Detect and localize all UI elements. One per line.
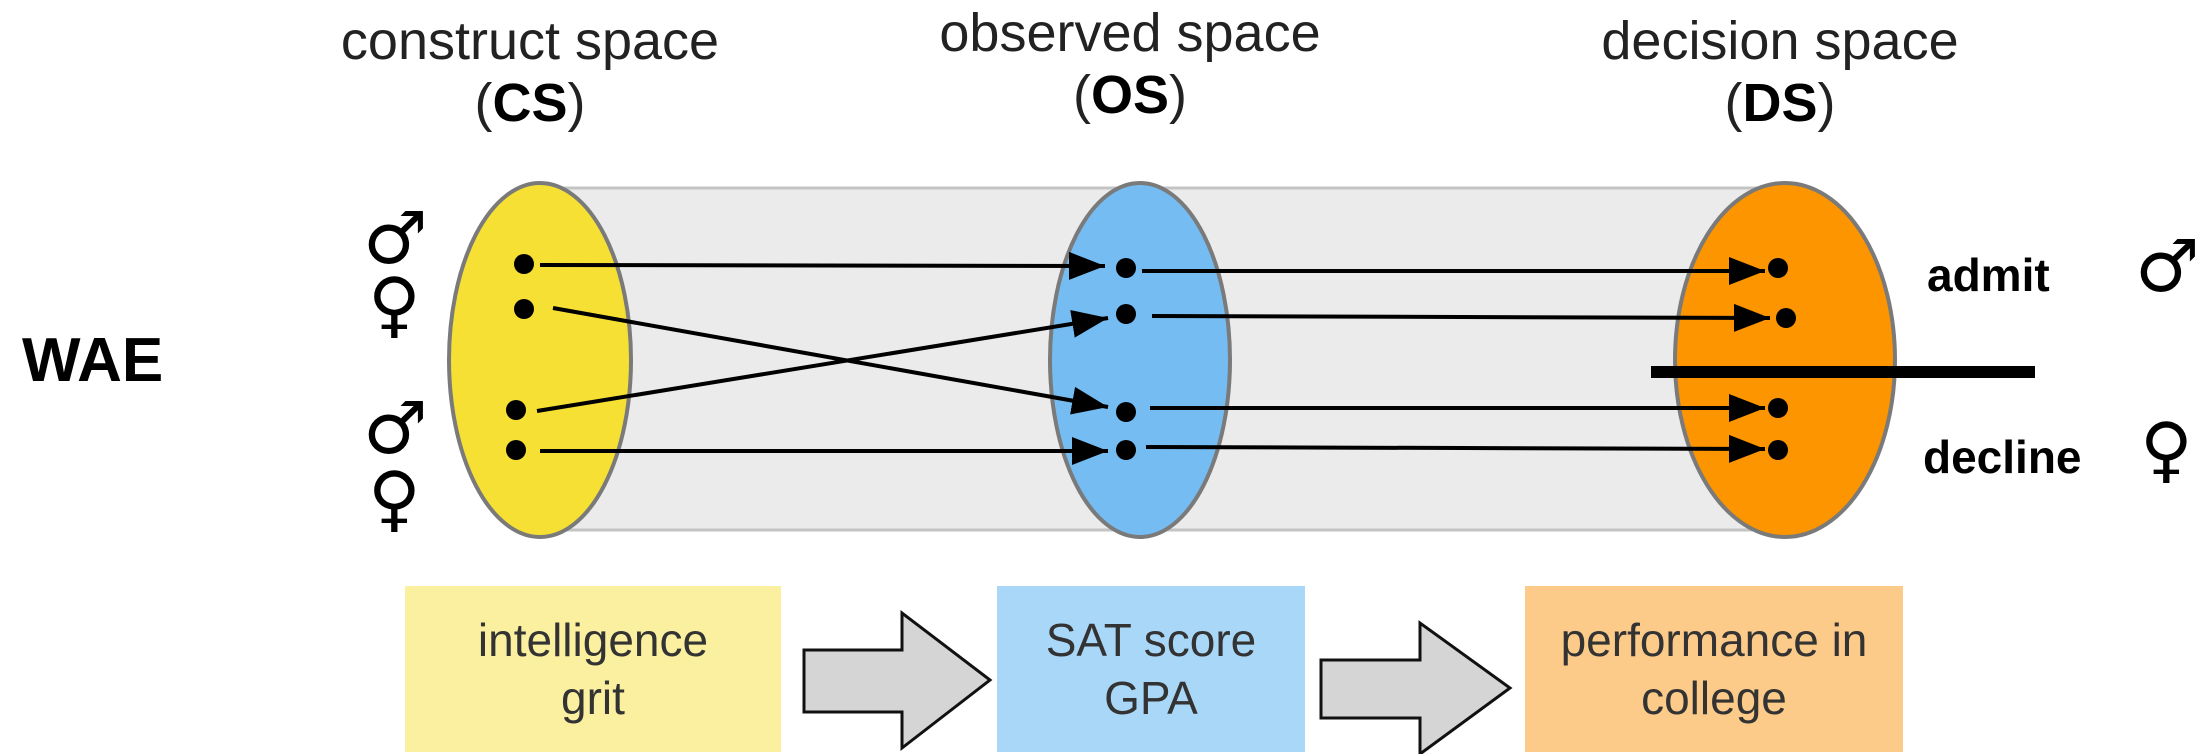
os-point-2 <box>1116 304 1136 324</box>
admit-label: admit <box>1927 249 2050 301</box>
construct-space-heading: construct space (CS) <box>310 10 750 134</box>
arrow-cs3-os2 <box>536 309 1109 413</box>
decision-example-line1: performance in <box>1560 614 1868 666</box>
worldview-label: WAE <box>22 326 164 395</box>
construct-example-line2: grit <box>561 672 625 724</box>
female-symbol-icon: ♀ <box>368 262 421 346</box>
decision-example-box: performance in college <box>1525 586 1903 752</box>
decision-space-title: decision space <box>1601 11 1959 71</box>
observed-example-line1: SAT score <box>1045 614 1257 666</box>
cs-point-1 <box>514 254 534 274</box>
female-symbol-icon: ♀ <box>2140 407 2193 491</box>
decline-label: decline <box>1923 431 2082 483</box>
flow-arrow-2 <box>1319 620 1513 754</box>
cs-point-3 <box>506 400 526 420</box>
decision-space-ellipse <box>1673 181 1897 539</box>
os-point-4 <box>1116 440 1136 460</box>
arrow-os4-ds4 <box>1145 434 1766 463</box>
male-symbol-icon: ♂ <box>2135 224 2200 308</box>
female-symbol-icon: ♀ <box>368 456 421 540</box>
arrow-cs1-os1 <box>539 251 1106 280</box>
male-symbol-icon: ♂ <box>363 196 428 280</box>
observed-space-heading: observed space (OS) <box>900 2 1360 126</box>
construct-space-abbr: (CS) <box>474 73 586 133</box>
ds-point-3 <box>1768 398 1788 418</box>
decision-threshold-line <box>1651 366 2035 378</box>
ds-point-1 <box>1768 258 1788 278</box>
observed-space-title: observed space <box>939 3 1321 63</box>
os-point-1 <box>1116 258 1136 278</box>
flow-arrow-1 <box>802 609 993 752</box>
decision-space-heading: decision space (DS) <box>1560 10 2000 134</box>
ds-point-2 <box>1776 308 1796 328</box>
cs-point-4 <box>506 440 526 460</box>
observed-space-ellipse <box>1048 181 1232 539</box>
male-symbol-icon: ♂ <box>363 386 428 470</box>
decision-example-line2: college <box>1641 672 1787 724</box>
os-point-3 <box>1116 402 1136 422</box>
construct-space-ellipse <box>447 181 633 539</box>
cs-point-2 <box>514 299 534 319</box>
decision-space-abbr: (DS) <box>1724 73 1836 133</box>
observed-space-abbr: (OS) <box>1073 65 1187 125</box>
observed-example-line2: GPA <box>1104 672 1198 724</box>
construct-example-box: intelligence grit <box>405 586 781 752</box>
construct-space-title: construct space <box>340 11 720 71</box>
arrow-cs2-os3 <box>552 306 1109 415</box>
ds-point-4 <box>1768 440 1788 460</box>
arrow-os2-ds2 <box>1151 303 1771 332</box>
construct-example-line1: intelligence <box>477 614 709 666</box>
